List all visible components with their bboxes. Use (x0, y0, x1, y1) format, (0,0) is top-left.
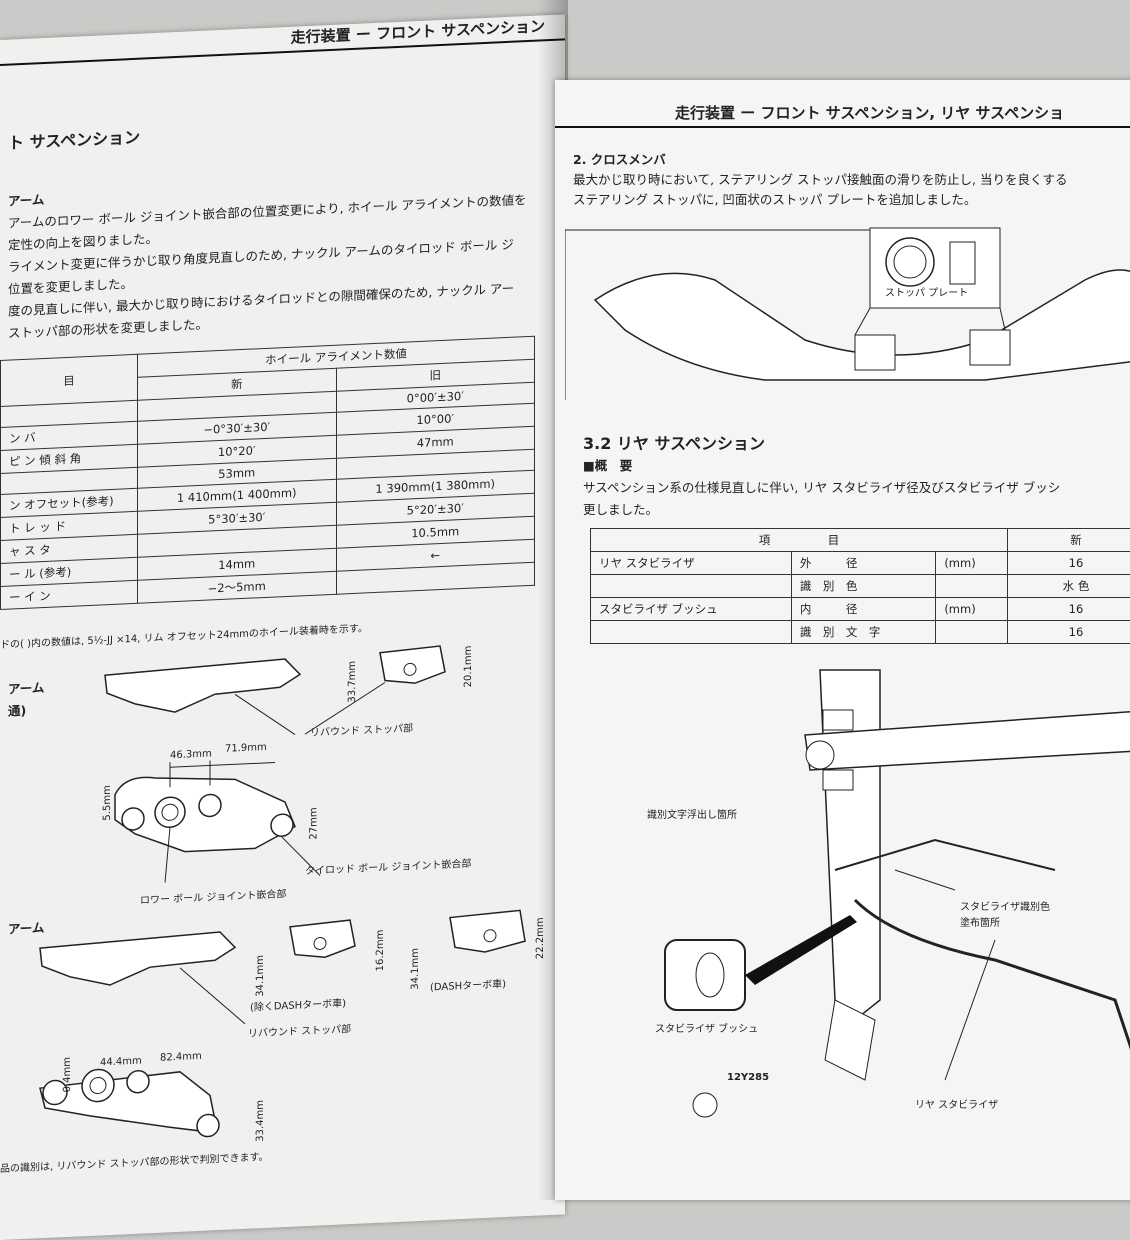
dim-0-4: 0.4mm (60, 1057, 76, 1093)
left-header: 走行装置 ー フロント サスペンション (0, 14, 565, 66)
rear-col-item: 項 目 (591, 529, 1008, 552)
dim-5-5: 5.5mm (100, 785, 116, 821)
para-line-4: 位置を変更しました。 (8, 274, 133, 299)
dim-44-4: 44.4mm (100, 1054, 142, 1071)
rear-cell-group: リヤ スタビライザ (591, 552, 792, 575)
rear-cell-sub: 識 別 色 (791, 575, 935, 598)
alignment-table: 目 ホイール アライメント数値 新 旧 0°00′±30′ン バ−0°30′±3… (0, 336, 535, 610)
fig1-label1: アーム (8, 678, 44, 699)
stab-color-label: スタビライザ識別色 (960, 900, 1050, 916)
rear-suspension-title: 3.2 リヤ サスペンション (583, 432, 765, 457)
figure-code: 12Y285 (727, 1070, 769, 1086)
overview-label: ■概 要 (583, 456, 632, 475)
dim-33-7: 33.7mm (345, 660, 361, 702)
rear-cell-unit: (mm) (936, 552, 1008, 575)
rear-cell-sub: 内 径 (791, 598, 935, 621)
rear-cell-new: 水 色 (1008, 575, 1130, 598)
rear-cell-sub: 外 径 (791, 552, 935, 575)
dim-27: 27mm (306, 807, 322, 840)
para-line-0: アームのロワー ボール ジョイント嵌合部の位置変更により, ホイール アライメン… (8, 190, 527, 233)
dim-34-1-b: 34.1mm (408, 948, 424, 990)
dim-16-2: 16.2mm (373, 929, 389, 971)
rear-para-1: 更しました。 (583, 500, 658, 519)
dim-46-3: 46.3mm (170, 746, 212, 763)
crossmember-figure (565, 220, 1130, 400)
rear-para-0: サスペンション系の仕様見直しに伴い, リヤ スタビライザ径及びスタビライザ ブッ… (583, 478, 1060, 497)
dim-82-4: 82.4mm (160, 1049, 202, 1066)
rear-stab-label: リヤ スタビライザ (915, 1098, 998, 1114)
right-header: 走行装置 ー フロント サスペンション, リヤ サスペンショ (555, 102, 1130, 128)
emboss-location-label: 識別文字浮出し箇所 (647, 808, 737, 824)
rear-cell-group (591, 575, 792, 598)
stopper-plate-label: ストッパ プレート (885, 286, 968, 302)
rear-col-new: 新 (1008, 529, 1130, 552)
dim-20-1: 20.1mm (461, 645, 477, 687)
stab-color-label-2: 塗布箇所 (960, 916, 1000, 932)
alignment-cell-item: ー イ ン (1, 580, 138, 609)
rear-cell-new: 16 (1008, 552, 1130, 575)
col-item: 目 (1, 354, 138, 406)
sub-arm-title: アーム (8, 190, 44, 211)
rear-cell-unit: (mm) (936, 598, 1008, 621)
right-header-text: 走行装置 ー フロント サスペンション, リヤ サスペンショ (675, 104, 1064, 122)
fig1-label2: 通) (8, 701, 26, 721)
table-row: 識 別 色水 色 (591, 575, 1130, 598)
crossmember-para-0: 最大かじ取り時において, ステアリング ストッパ接触面の滑りを防止し, 当りを良… (573, 170, 1068, 189)
rear-cell-group: スタビライザ ブッシュ (591, 598, 792, 621)
dim-71-9: 71.9mm (225, 740, 267, 757)
table-row: リヤ スタビライザ外 径(mm)16 (591, 552, 1130, 575)
rear-cell-new: 16 (1008, 598, 1130, 621)
dim-34-1-a: 34.1mm (253, 955, 269, 997)
crossmember-title: 2. クロスメンバ (573, 150, 666, 169)
left-page: 走行装置 ー フロント サスペンション ト サスペンション アーム アームのロワ… (0, 14, 565, 1240)
section-title: ト サスペンション (8, 126, 140, 157)
rear-cell-unit (936, 575, 1008, 598)
left-header-text: 走行装置 ー フロント サスペンション (291, 17, 545, 47)
dim-33-4: 33.4mm (253, 1100, 269, 1142)
crossmember-para-1: ステアリング ストッパに, 凹面状のストッパ プレートを追加しました。 (573, 190, 976, 209)
right-page: 走行装置 ー フロント サスペンション, リヤ サスペンショ 2. クロスメンバ… (555, 80, 1130, 1200)
table-row: スタビライザ ブッシュ内 径(mm)16 (591, 598, 1130, 621)
stab-bush-label: スタビライザ ブッシュ (655, 1022, 758, 1038)
